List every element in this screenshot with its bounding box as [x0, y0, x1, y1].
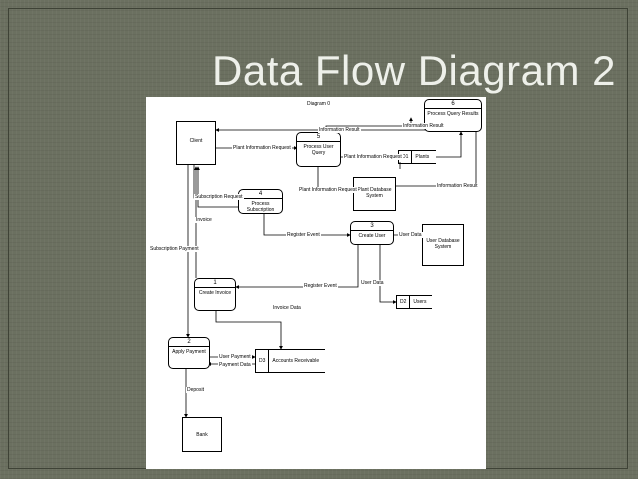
process-1-number: 1 — [195, 279, 235, 288]
label-subscription-req: Subscription Request — [194, 194, 244, 200]
label-user-payment: User Payment — [218, 354, 252, 360]
entity-bank: Bank — [182, 417, 222, 452]
entity-user-db-label: User Database System — [426, 238, 460, 250]
diagram-canvas: Diagram 0 Client 6 Process Query Results… — [146, 97, 486, 469]
entity-plant-db: Plant Database System — [353, 177, 396, 211]
label-plant-info-req-2: Plant Information Request — [343, 154, 403, 160]
label-user-data-1: User Data — [398, 232, 423, 238]
label-payment-data: Payment Data — [218, 362, 252, 368]
flow-d1-to-p6 — [436, 131, 463, 158]
label-plant-info-req-1: Plant Information Request — [232, 145, 292, 151]
process-4-number: 4 — [239, 190, 282, 199]
label-invoice-data: Invoice Data — [272, 305, 302, 311]
process-2: 2 Apply Payment — [168, 337, 210, 369]
process-2-number: 2 — [169, 338, 209, 347]
slide-title: Data Flow Diagram 2 — [212, 47, 616, 94]
entity-plant-db-label: Plant Database System — [357, 187, 392, 199]
flow-p1-to-d3 — [215, 311, 283, 350]
process-5-number: 5 — [297, 133, 340, 142]
label-subscription-payment: Subscription Payment — [149, 246, 200, 252]
label-plant-info-req-3: Plant Information Request — [298, 187, 358, 193]
label-invoice-1: Invoice — [195, 217, 213, 223]
process-3: 3 Create User — [350, 221, 394, 245]
entity-bank-label: Bank — [196, 432, 208, 438]
store-d2-id: D2 — [397, 296, 411, 308]
store-d1-name: Plants — [415, 154, 430, 160]
entity-client: Client — [176, 121, 216, 165]
entity-client-label: Client — [189, 138, 203, 144]
process-5: 5 Process User Query — [296, 132, 341, 167]
entity-user-db: User Database System — [422, 224, 464, 266]
label-register-event-2: Register Event — [303, 283, 338, 289]
flow-p3-to-d2 — [379, 245, 397, 304]
process-6-number: 6 — [425, 100, 481, 109]
store-d1-id: D1 — [399, 151, 413, 163]
store-d2: D2 Users — [396, 295, 432, 309]
process-5-name: Process User Query — [303, 144, 334, 156]
flow-p3-to-p1 — [235, 245, 359, 289]
label-info-result-top: Information Result — [318, 127, 361, 133]
process-1-name: Create Invoice — [198, 290, 232, 296]
process-4-name: Process Subscription — [246, 201, 275, 213]
process-6-name: Process Query Results — [427, 111, 479, 117]
store-d3-id: D3 — [256, 350, 270, 372]
store-d1: D1 Plants — [398, 150, 436, 164]
label-user-data-2: User Data — [360, 280, 385, 286]
store-d3: D3 Accounts Receivable — [255, 349, 325, 373]
label-info-result-right: Information Result — [436, 183, 479, 189]
store-d3-name: Accounts Receivable — [272, 358, 320, 364]
diagram-caption: Diagram 0 — [306, 101, 332, 107]
store-d2-name: Users — [413, 299, 427, 305]
process-4: 4 Process Subscription — [238, 189, 283, 214]
label-register-event-1: Register Event — [286, 232, 321, 238]
flow-p4-to-client — [196, 166, 238, 208]
process-1: 1 Create Invoice — [194, 278, 236, 311]
process-3-name: Create User — [358, 233, 386, 239]
label-deposit: Deposit — [186, 387, 205, 393]
flow-p4-to-p3 — [263, 214, 351, 237]
process-2-name: Apply Payment — [172, 349, 206, 355]
label-info-result-left: Information Result — [402, 123, 445, 129]
process-3-number: 3 — [351, 222, 393, 231]
